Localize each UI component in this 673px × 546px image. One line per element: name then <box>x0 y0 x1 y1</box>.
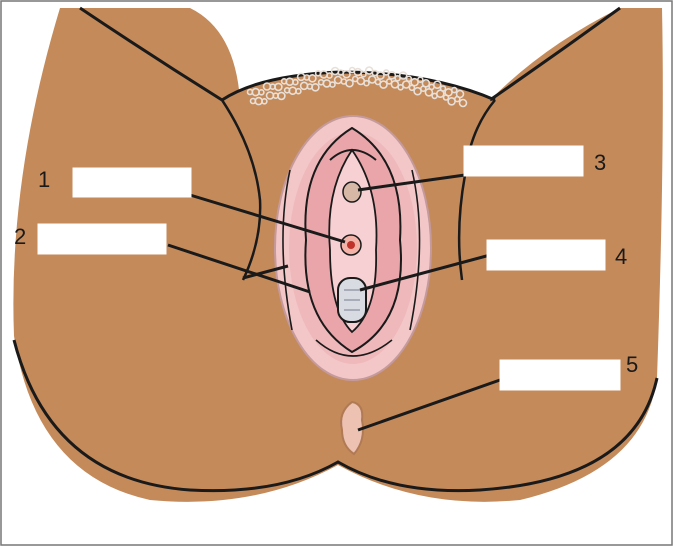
callout-number-5: 5 <box>626 352 638 377</box>
label-box-3[interactable] <box>464 146 583 176</box>
callout-number-2: 2 <box>14 224 26 249</box>
label-box-5[interactable] <box>500 360 620 390</box>
callout-number-4: 4 <box>615 244 627 269</box>
callout-number-1: 1 <box>38 167 50 192</box>
label-box-2[interactable] <box>38 224 166 254</box>
label-box-4[interactable] <box>487 240 605 270</box>
clitoris <box>343 182 361 202</box>
callout-number-3: 3 <box>594 150 606 175</box>
label-box-1[interactable] <box>73 168 191 197</box>
urethral-opening-center <box>347 241 355 249</box>
